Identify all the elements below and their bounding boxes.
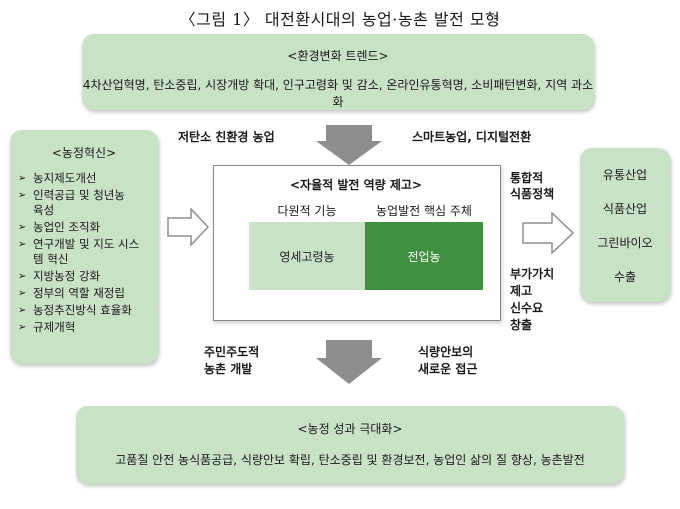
arrowhead-bullet-icon: ➢ (18, 239, 27, 250)
innovation-item: ➢ 농업인 조직화 (18, 220, 152, 235)
value-added-label: 부가가치 제고 신수요 창출 (510, 267, 555, 332)
industry-item: 유통산업 (602, 168, 648, 182)
trends-body: 4차산업혁명, 탄소중립, 시장개방 확대, 인구고령화 및 감소, 온라인유통… (82, 78, 594, 109)
bottom-flow-left-label: 주민주도적 농촌 개발 (204, 345, 260, 376)
industry-item: 식품산업 (602, 202, 648, 216)
innovation-item-text: 농업인 조직화 (33, 220, 101, 234)
innovation-item-text: 정부의 역할 재정립 (33, 286, 125, 300)
integrated-food-policy-label: 통합적 식품정책 (510, 171, 555, 201)
trends-panel: <환경변화 트렌드> 4차산업혁명, 탄소중립, 시장개방 확대, 인구고령화 … (82, 34, 594, 110)
arrowhead-bullet-icon: ➢ (18, 271, 27, 282)
full-time-farmer-box: 전업농 (365, 222, 483, 290)
innovation-heading: <농정혁신> (51, 146, 117, 160)
results-body: 고품질 안전 농식품공급, 식량안보 확립, 탄소중립 및 환경보전, 농업인 … (115, 453, 585, 467)
trends-heading: <환경변화 트렌드> (287, 49, 389, 63)
industry-item: 수출 (613, 270, 637, 284)
innovation-item: ➢ 농지제도개선 (18, 171, 152, 186)
arrowhead-bullet-icon: ➢ (18, 222, 27, 233)
bottom-down-arrow (316, 340, 382, 384)
innovation-item: ➢ 인력공급 및 청년농 육성 (18, 188, 152, 218)
innovation-item-text: 규제개혁 (33, 320, 76, 334)
top-down-arrow (316, 125, 382, 165)
innovation-panel: <농정혁신> ➢ 농지제도개선 ➢ 인력공급 및 청년농 육성 ➢ 농업인 조직화 ➢ 연구개… (10, 130, 158, 364)
arrowhead-bullet-icon: ➢ (18, 173, 27, 184)
core-right-subtitle: 농업발전 핵심 주체 (376, 204, 472, 218)
innovation-item-text: 지방농정 강화 (33, 269, 101, 283)
innovation-item-text: 연구개발 및 지도 시스 템 혁신 (33, 237, 140, 266)
innovation-item-text: 인력공급 및 청년농 육성 (33, 188, 125, 217)
arrowhead-bullet-icon: ➢ (18, 322, 27, 333)
innovation-item: ➢ 연구개발 및 지도 시스 템 혁신 (18, 237, 152, 267)
smallholder-elderly-farmer-box: 영세고령농 (249, 222, 365, 290)
innovation-item: ➢ 지방농정 강화 (18, 269, 152, 284)
results-heading: <농정 성과 극대화> (297, 422, 403, 436)
figure-title: 〈그림 1〉 대전환시대의 농업·농촌 발전 모형 (179, 10, 501, 29)
full-time-farmer-label: 전업농 (407, 249, 441, 264)
arrowhead-bullet-icon: ➢ (18, 305, 27, 316)
bottom-flow-right-label: 식량안보의 새로운 접근 (418, 345, 478, 376)
innovation-item: ➢ 규제개혁 (18, 320, 152, 335)
left-hollow-arrow (167, 208, 209, 246)
industry-item: 그린바이오 (597, 236, 653, 250)
top-flow-left-label: 저탄소 친환경 농업 (178, 130, 275, 144)
arrowhead-bullet-icon: ➢ (18, 190, 27, 201)
innovation-list: ➢ 농지제도개선 ➢ 인력공급 및 청년농 육성 ➢ 농업인 조직화 ➢ 연구개발 및 지도 … (18, 171, 152, 335)
arrowhead-bullet-icon: ➢ (18, 288, 27, 299)
smallholder-label: 영세고령농 (279, 249, 335, 264)
innovation-item-text: 농지제도개선 (33, 171, 97, 185)
core-heading: <자율적 발전 역량 제고> (289, 178, 422, 192)
innovation-item: ➢ 농정추진방식 효율화 (18, 303, 152, 318)
right-hollow-arrow (522, 212, 574, 254)
innovation-item: ➢ 정부의 역할 재정립 (18, 286, 152, 301)
top-flow-right-label: 스마트농업, 디지털전환 (412, 130, 532, 144)
innovation-item-text: 농정추진방식 효율화 (33, 303, 132, 317)
core-left-subtitle: 다원적 기능 (277, 204, 337, 218)
results-panel: <농정 성과 극대화> 고품질 안전 농식품공급, 식량안보 확립, 탄소중립 … (76, 406, 624, 484)
